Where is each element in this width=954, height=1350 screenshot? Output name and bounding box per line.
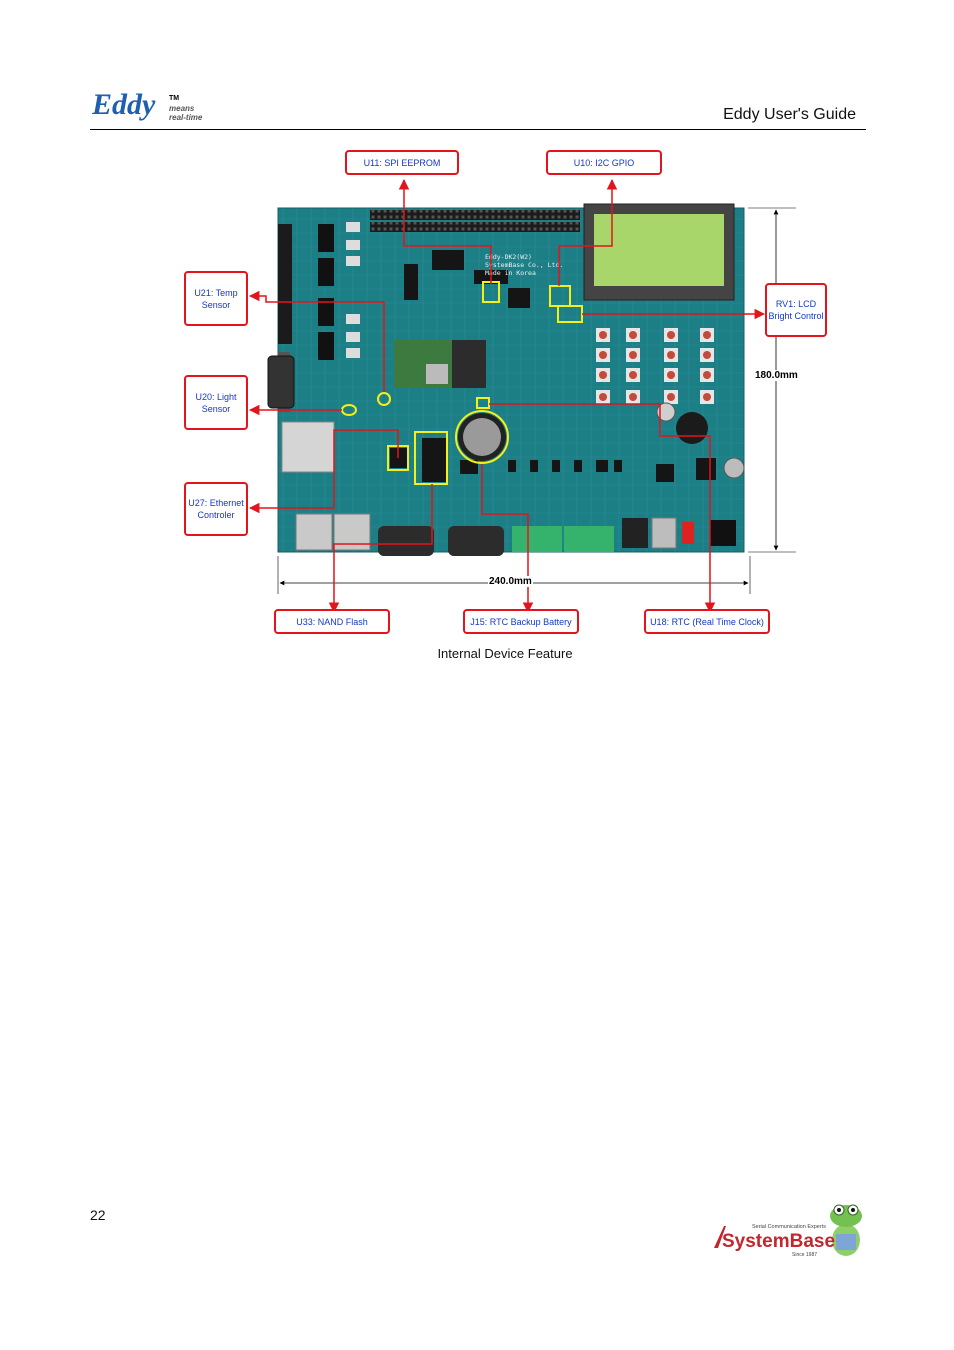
eddy-logo: Eddy TM means real-time xyxy=(92,88,203,122)
dimension-width: 240.0mm xyxy=(488,576,533,587)
board-diagram: Eddy-DK2(W2) SystemBase Co., Ltd. Made i… xyxy=(248,178,796,614)
figure-caption: Internal Device Feature xyxy=(437,646,573,661)
callout-j15-rtc-backup-battery: J15: RTC Backup Battery xyxy=(463,609,579,634)
board-silkscreen-origin: Made in Korea xyxy=(485,269,536,277)
callout-leaders xyxy=(248,178,766,614)
logo-text: Eddy xyxy=(92,88,156,121)
logo-tagline: Serial Communication Experts xyxy=(752,1224,826,1230)
pcb-board: Eddy-DK2(W2) SystemBase Co., Ltd. Made i… xyxy=(267,203,745,556)
board-silkscreen-company: SystemBase Co., Ltd. xyxy=(485,261,563,269)
header-divider xyxy=(90,129,866,130)
callout-rv1-lcd-bright-control: RV1: LCD Bright Control xyxy=(765,283,827,337)
callout-u20-light-sensor: U20: Light Sensor xyxy=(184,375,248,430)
callout-u11-spi-eeprom: U11: SPI EEPROM xyxy=(345,150,459,175)
logo-means: means xyxy=(169,104,195,113)
logo-brand: SystemBase xyxy=(722,1231,835,1252)
button-grid xyxy=(596,328,714,404)
callout-u18-rtc: U18: RTC (Real Time Clock) xyxy=(644,609,770,634)
board-figure: Eddy-DK2(W2) SystemBase Co., Ltd. Made i… xyxy=(178,142,838,642)
logo-tm: TM xyxy=(169,95,179,102)
logo-since: Since 1987 xyxy=(792,1252,817,1258)
systembase-logo: Serial Communication Experts SystemBase … xyxy=(714,1204,862,1258)
frog-mascot-icon xyxy=(830,1204,862,1256)
page-number: 22 xyxy=(90,1207,106,1223)
callout-u33-nand-flash: U33: NAND Flash xyxy=(274,609,390,634)
document-title: Eddy User's Guide xyxy=(723,106,856,123)
callout-u27-ethernet-controller: U27: Ethernet Controler xyxy=(184,482,248,536)
dimension-height: 180.0mm xyxy=(754,370,799,381)
component-highlights xyxy=(341,281,583,485)
callout-u21-temp-sensor: U21: Temp Sensor xyxy=(184,271,248,326)
logo-realtime: real-time xyxy=(169,113,203,122)
board-silkscreen-model: Eddy-DK2(W2) xyxy=(485,253,532,261)
callout-u10-i2c-gpio: U10: I2C GPIO xyxy=(546,150,662,175)
